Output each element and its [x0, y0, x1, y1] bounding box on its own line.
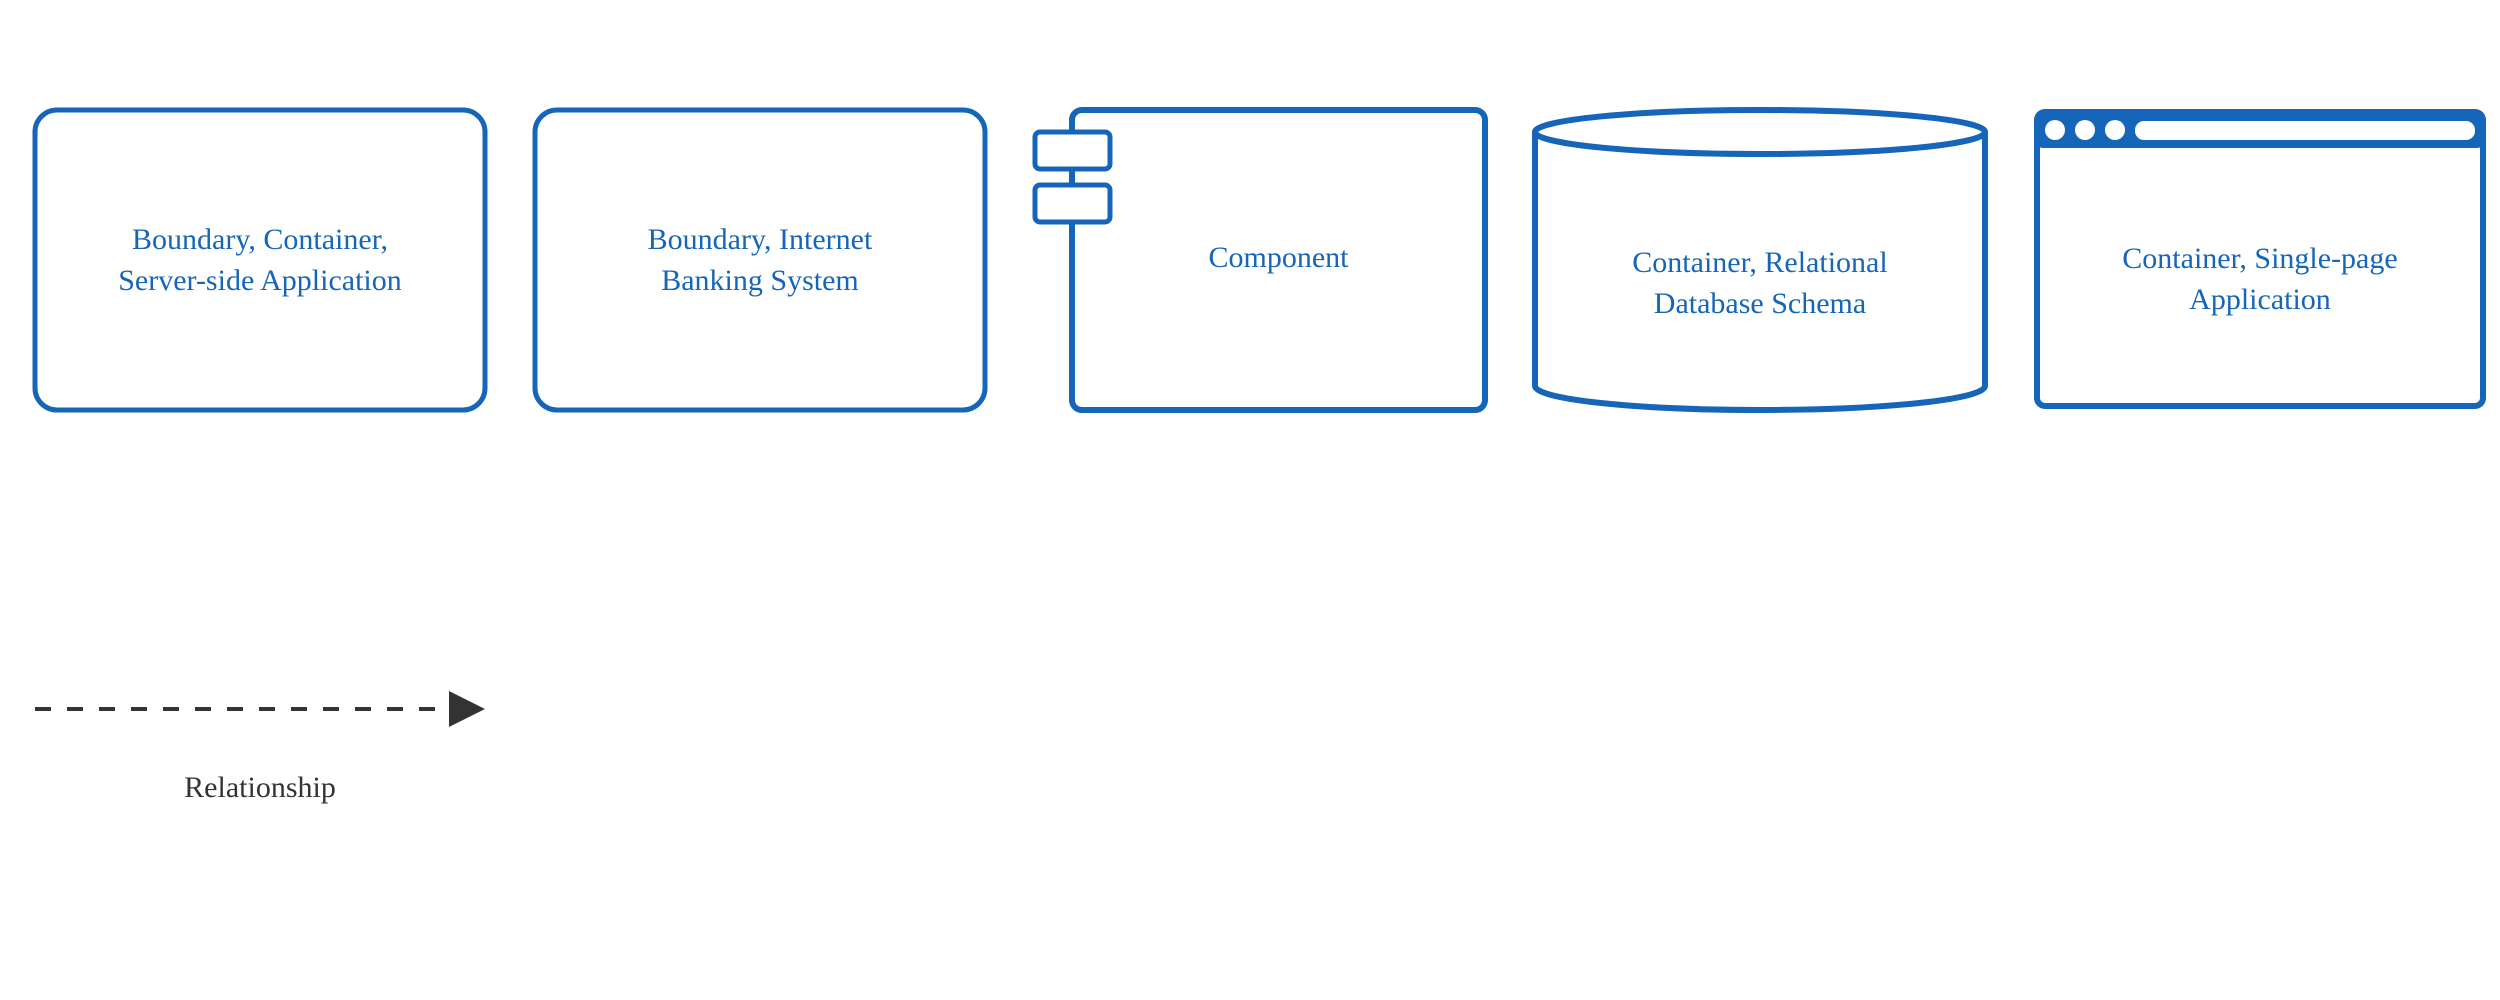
window-dot-3-icon	[2105, 120, 2125, 140]
database-schema-label: Container, Relational Database Schema	[1535, 242, 1985, 324]
component-port-top	[1032, 129, 1113, 172]
label-line: Application	[2189, 283, 2331, 316]
database-cylinder[interactable]	[1532, 107, 1988, 413]
window-dot-1-icon	[2045, 120, 2065, 140]
label-line: Server-side Application	[118, 264, 402, 297]
window-dot-2-icon	[2075, 120, 2095, 140]
relationship-arrowhead-icon	[449, 691, 485, 727]
relationship-arrow	[35, 691, 485, 727]
cylinder-top	[1532, 107, 1988, 157]
server-side-application-box[interactable]	[32, 107, 488, 413]
label-line: Container, Relational	[1632, 246, 1888, 279]
single-page-application-window[interactable]	[2034, 109, 2486, 409]
single-page-application-label: Container, Single-page Application	[2037, 238, 2483, 320]
component-shape[interactable]	[1032, 107, 1488, 413]
relationship-label: Relationship	[184, 771, 336, 804]
internet-banking-system-box[interactable]	[532, 107, 988, 413]
label-line: Banking System	[661, 264, 859, 297]
window-address-bar	[2135, 121, 2475, 140]
component-label: Component	[1072, 237, 1485, 278]
label-line: Boundary, Container,	[132, 223, 388, 256]
cylinder-body	[1532, 132, 1988, 413]
server-side-application-label: Boundary, Container, Server-side Applica…	[35, 219, 485, 301]
label-line: Component	[1208, 241, 1349, 274]
label-line: Boundary, Internet	[647, 223, 873, 256]
component-port-bottom	[1032, 182, 1113, 225]
label-line: Database Schema	[1653, 287, 1867, 320]
internet-banking-system-label: Boundary, Internet Banking System	[535, 219, 985, 301]
label-line: Container, Single-page	[2122, 242, 2398, 275]
component-body	[1069, 107, 1488, 413]
